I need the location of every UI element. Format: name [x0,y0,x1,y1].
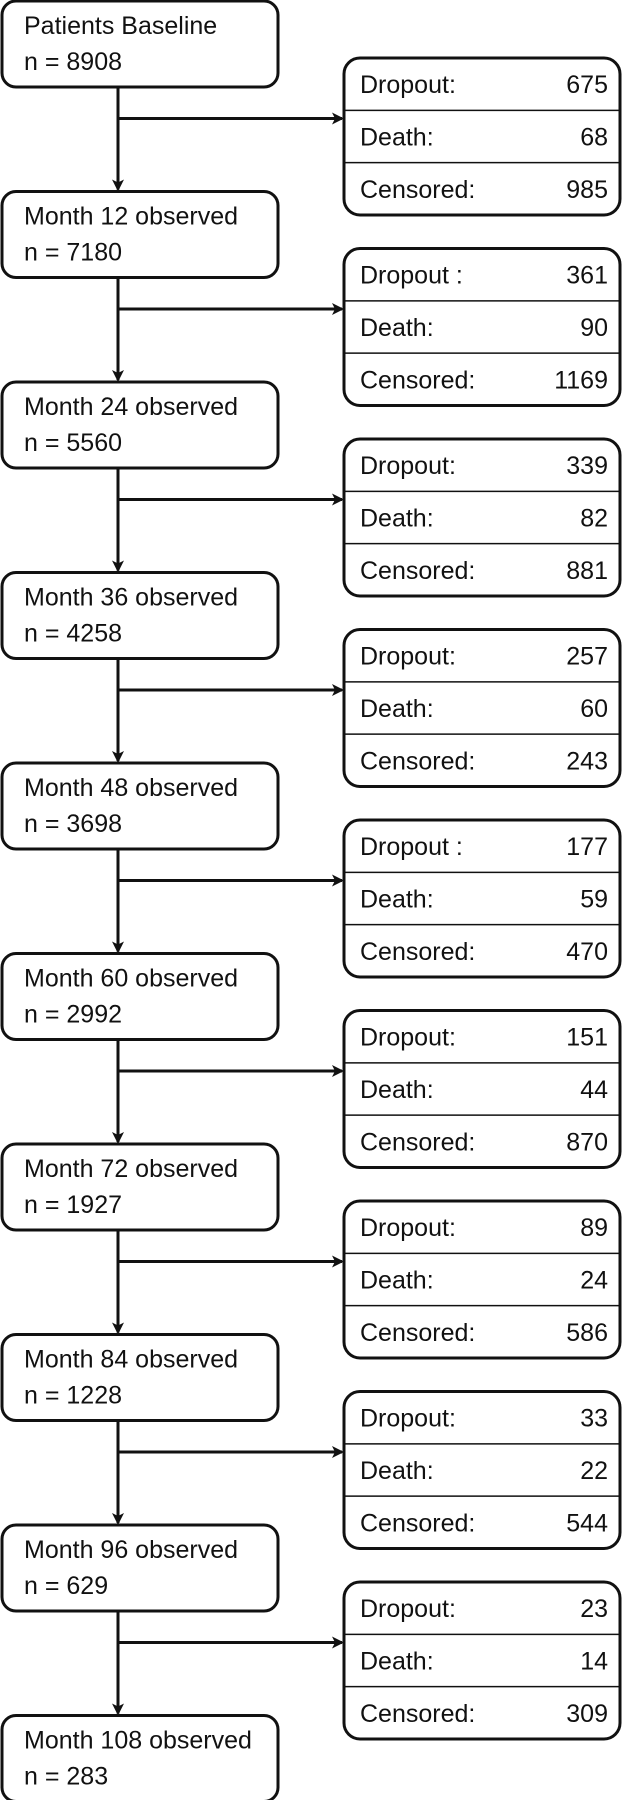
censored-label: Censored: [360,176,475,204]
stage-title: Month 72 observed [24,1155,238,1183]
stage-count: n = 5560 [24,429,122,457]
stage-title: Month 36 observed [24,584,238,612]
death-count: 90 [580,314,608,342]
death-label: Death: [360,1267,434,1295]
death-label: Death: [360,505,434,533]
stage-box: Month 60 observed n = 2992 [0,952,280,1041]
censored-label: Censored: [360,366,475,394]
death-label: Death: [360,314,434,342]
death-count: 44 [580,1076,608,1104]
stage-box: Month 24 observed n = 5560 [0,380,280,470]
stage-count: n = 4258 [24,620,122,648]
death-count: 22 [580,1457,608,1485]
dropout-label: Dropout : [360,262,463,290]
censored-count: 1169 [554,366,608,394]
dropout-count: 257 [566,643,608,671]
stage-title: Month 108 observed [24,1727,252,1755]
dropout-count: 177 [566,833,608,861]
death-count: 68 [580,124,608,152]
stage-box: Month 72 observed n = 1927 [0,1142,280,1232]
death-count: 82 [580,505,608,533]
stage-box: Month 84 observed n = 1228 [0,1333,280,1422]
dropout-count: 361 [566,262,608,290]
censored-label: Censored: [360,938,475,966]
stage-title: Month 48 observed [24,774,238,802]
censored-count: 586 [566,1319,608,1347]
death-label: Death: [360,124,434,152]
stage-count: n = 2992 [24,1001,122,1029]
stage-title: Patients Baseline [24,12,217,40]
death-count: 59 [580,886,608,914]
censored-label: Censored: [360,557,475,585]
stage-count: n = 629 [24,1572,108,1600]
stage-title: Month 96 observed [24,1536,238,1564]
censored-count: 881 [566,557,608,585]
stage-box: Month 36 observed n = 4258 [0,571,280,660]
death-label: Death: [360,695,434,723]
censored-count: 870 [566,1128,608,1156]
death-label: Death: [360,1457,434,1485]
death-label: Death: [360,1076,434,1104]
stage-title: Month 24 observed [24,393,238,421]
dropout-count: 675 [566,71,608,99]
stage-box: Patients Baseline n = 8908 [0,0,280,89]
dropout-label: Dropout: [360,1024,456,1052]
dropout-label: Dropout: [360,452,456,480]
stage-count: n = 3698 [24,810,122,838]
dropout-label: Dropout: [360,71,456,99]
stage-count: n = 283 [24,1763,108,1791]
dropout-label: Dropout: [360,1405,456,1433]
stage-box: Month 108 observed n = 283 [0,1714,280,1800]
death-count: 60 [580,695,608,723]
dropout-count: 33 [580,1405,608,1433]
censored-count: 309 [566,1700,608,1728]
censored-label: Censored: [360,1128,475,1156]
censored-label: Censored: [360,1319,475,1347]
stage-count: n = 1228 [24,1382,122,1410]
stage-title: Month 12 observed [24,203,238,231]
censored-count: 544 [566,1509,608,1537]
stage-title: Month 60 observed [24,965,238,993]
dropout-label: Dropout : [360,833,463,861]
dropout-count: 23 [580,1595,608,1623]
stage-box: Month 96 observed n = 629 [0,1523,280,1613]
stage-title: Month 84 observed [24,1346,238,1374]
stage-count: n = 8908 [24,48,122,76]
stage-count: n = 7180 [24,239,122,267]
censored-label: Censored: [360,747,475,775]
dropout-label: Dropout: [360,643,456,671]
censored-count: 470 [566,938,608,966]
dropout-count: 339 [566,452,608,480]
dropout-count: 89 [580,1214,608,1242]
stage-box: Month 48 observed n = 3698 [0,761,280,851]
censored-count: 985 [566,176,608,204]
censored-label: Censored: [360,1700,475,1728]
dropout-label: Dropout: [360,1595,456,1623]
death-count: 14 [580,1648,608,1676]
stage-count: n = 1927 [24,1191,122,1219]
death-label: Death: [360,886,434,914]
censored-label: Censored: [360,1509,475,1537]
stage-box: Month 12 observed n = 7180 [0,190,280,279]
death-count: 24 [580,1267,608,1295]
dropout-label: Dropout: [360,1214,456,1242]
dropout-count: 151 [566,1024,608,1052]
death-label: Death: [360,1648,434,1676]
censored-count: 243 [566,747,608,775]
